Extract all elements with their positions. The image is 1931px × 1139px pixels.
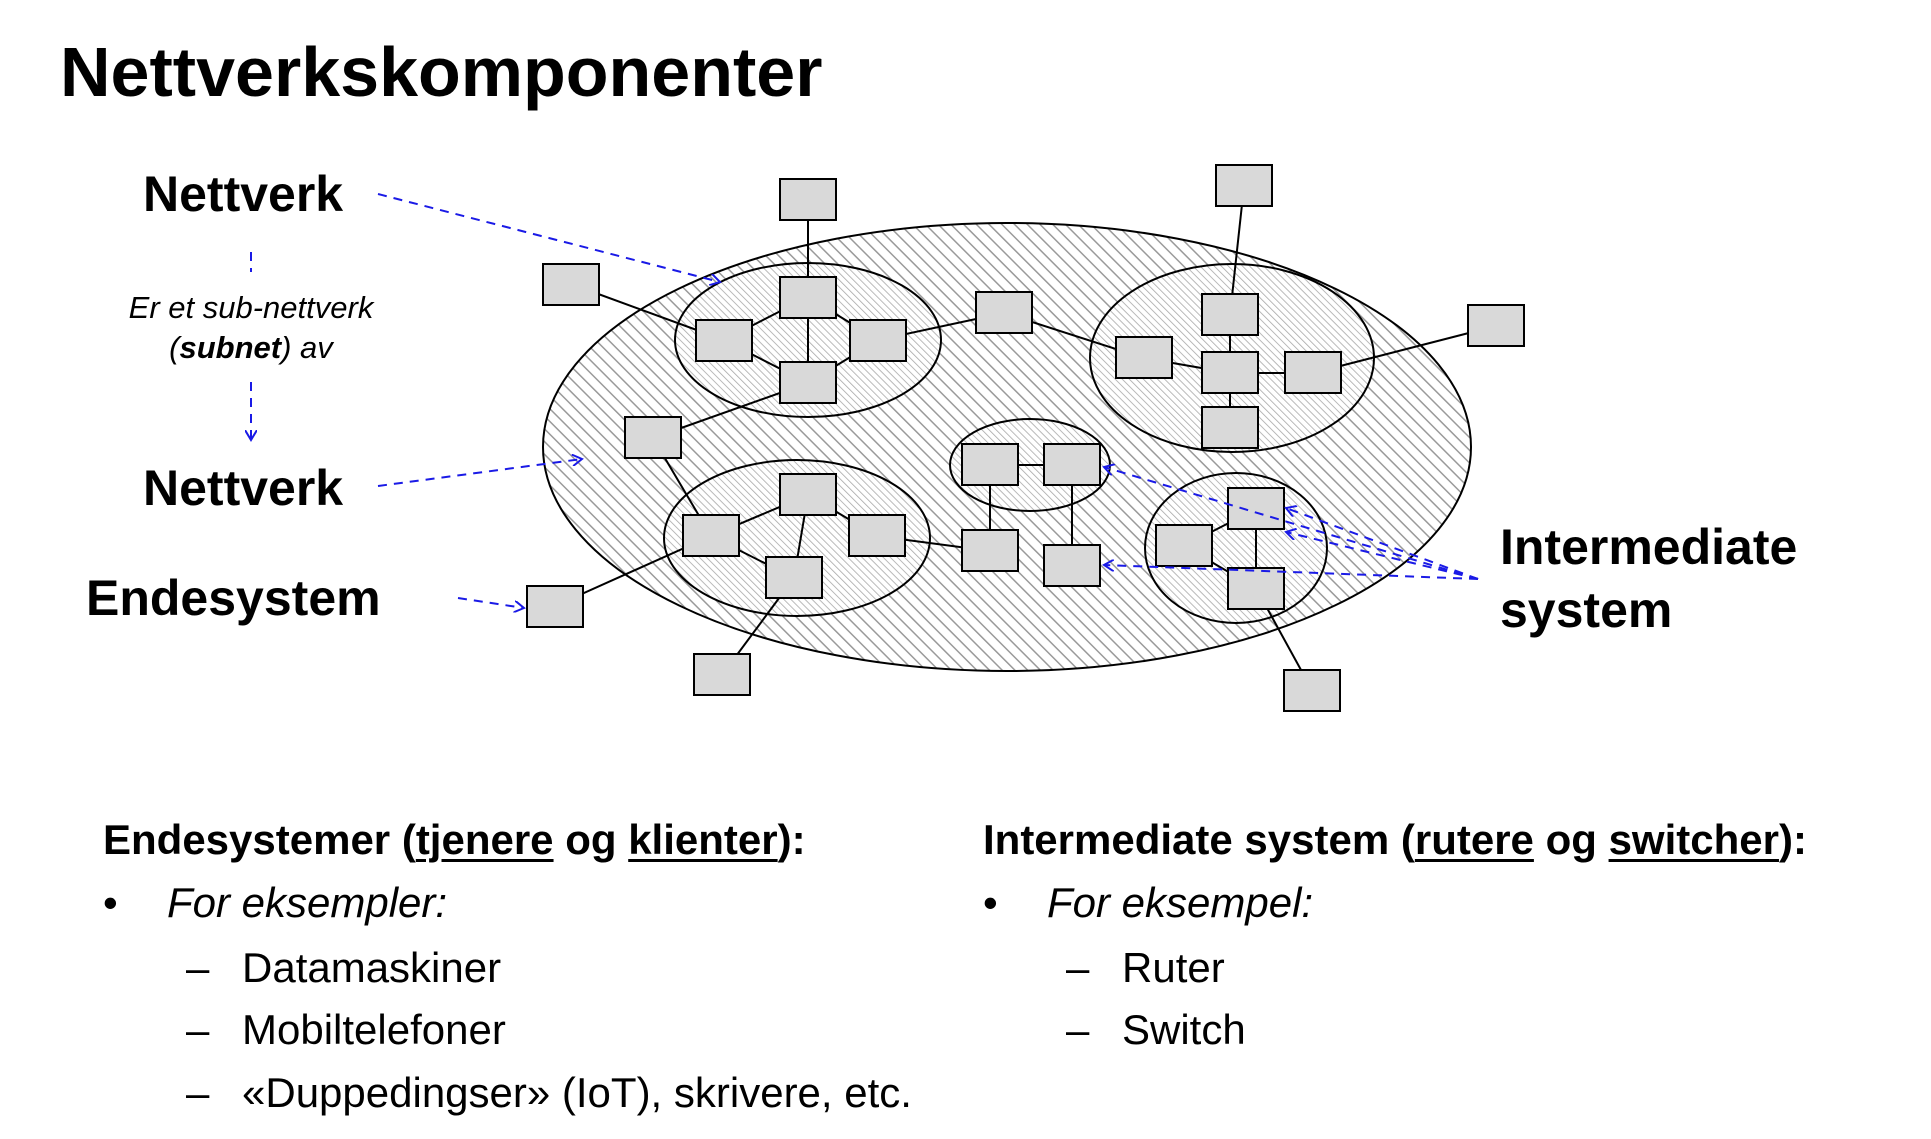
- annotation-arrows: [251, 193, 1479, 608]
- node-box: [1043, 443, 1101, 486]
- subnet-note-line2: (subnet) av: [169, 330, 334, 365]
- node-box: [1467, 304, 1525, 347]
- label-intermediate-line2: system: [1500, 582, 1672, 638]
- node-box: [526, 585, 584, 628]
- node-box: [1201, 351, 1259, 394]
- node-box: [624, 416, 682, 459]
- intermediate-heading: Intermediate system (rutere og switcher)…: [983, 816, 1807, 863]
- endesystemer-column: Endesystemer (tjenere og klienter): •For…: [103, 815, 912, 1118]
- node-box: [848, 514, 906, 557]
- node-box: [961, 529, 1019, 572]
- node-box: [1227, 567, 1285, 610]
- node-box: [1155, 524, 1213, 567]
- network-diagram: Nettverk Er et sub-nettverk (subnet) av …: [86, 164, 1797, 712]
- list-item: –Ruter: [1066, 943, 1225, 991]
- dash-icon: –: [1066, 943, 1090, 991]
- node-box: [1043, 544, 1101, 587]
- list-item: –«Duppedingser» (IoT), skrivere, etc.: [186, 1068, 912, 1116]
- rutere-link: rutere: [1414, 816, 1534, 863]
- node-box: [693, 653, 751, 696]
- subnet-bottom-left: [663, 459, 931, 617]
- node-box: [975, 291, 1033, 334]
- switcher-link: switcher: [1608, 816, 1779, 863]
- node-box: [542, 263, 600, 306]
- node-box: [1283, 669, 1341, 712]
- dash-icon: –: [186, 943, 210, 991]
- intermediate-column: Intermediate system (rutere og switcher)…: [983, 815, 1807, 1055]
- list-item: –Datamaskiner: [186, 943, 502, 991]
- node-box: [779, 473, 837, 516]
- bullet-item: •For eksempel:: [983, 877, 1807, 930]
- label-endesystem: Endesystem: [86, 570, 381, 626]
- dash-icon: –: [186, 1006, 210, 1054]
- node-box: [849, 319, 907, 362]
- node-box: [1201, 406, 1259, 449]
- page-title: Nettverkskomponenter: [60, 33, 823, 111]
- node-box: [961, 443, 1019, 486]
- node-box: [1115, 336, 1173, 379]
- subnet-note-line1: Er et sub-nettverk: [129, 290, 375, 325]
- node-box: [779, 361, 837, 404]
- list-item: –Mobiltelefoner: [186, 1006, 506, 1054]
- klienter-link: klienter: [628, 816, 778, 863]
- node-box: [1284, 351, 1342, 394]
- node-box: [1215, 164, 1273, 207]
- node-box: [1201, 293, 1259, 336]
- nodes: [526, 164, 1525, 712]
- dash-icon: –: [186, 1068, 210, 1116]
- tjenere-link: tjenere: [415, 816, 554, 863]
- bullet-icon: •: [103, 879, 118, 927]
- list-item: –Switch: [1066, 1006, 1246, 1054]
- dash-icon: –: [1066, 1006, 1090, 1054]
- node-box: [779, 178, 837, 221]
- node-box: [1227, 487, 1285, 530]
- label-nettverk-top: Nettverk: [143, 166, 343, 222]
- bullet-item: •For eksempler:: [103, 877, 912, 930]
- bullet-icon: •: [983, 879, 998, 927]
- node-box: [765, 556, 823, 599]
- endesystemer-heading: Endesystemer (tjenere og klienter):: [103, 816, 806, 863]
- node-box: [779, 276, 837, 319]
- node-box: [695, 319, 753, 362]
- label-nettverk-bottom: Nettverk: [143, 460, 343, 516]
- node-box: [682, 514, 740, 557]
- label-intermediate-line1: Intermediate: [1500, 519, 1797, 575]
